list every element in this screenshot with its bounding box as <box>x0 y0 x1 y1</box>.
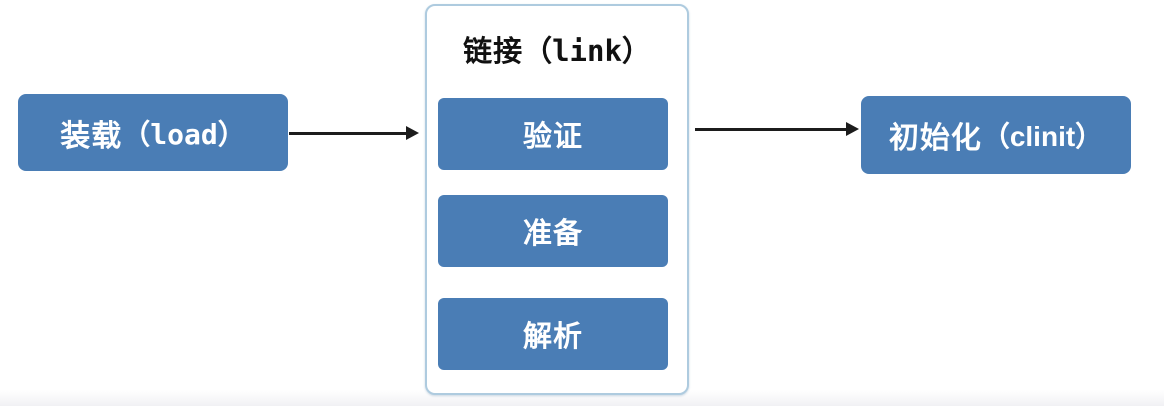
arrow-link-to-init <box>695 121 859 137</box>
step-verify-box: 验证 <box>438 98 668 170</box>
step-prepare-label: 准备 <box>522 218 583 250</box>
link-title-en: （link） <box>523 34 651 68</box>
init-phase-box: 初始化（clinit） <box>861 96 1131 174</box>
arrow-head-icon <box>406 126 419 140</box>
arrow-shaft <box>289 132 408 135</box>
step-prepare-box: 准备 <box>438 195 668 267</box>
link-title-cn: 链接 <box>463 36 524 68</box>
init-label-cn: 初始化 <box>888 122 982 155</box>
load-label-en: （load） <box>122 117 246 151</box>
arrow-head-icon <box>846 122 859 136</box>
step-resolve-box: 解析 <box>438 298 668 370</box>
init-label-en: （clinit） <box>981 121 1104 152</box>
step-resolve-label: 解析 <box>522 321 583 353</box>
arrow-shaft <box>695 128 848 131</box>
load-phase-box: 装载（load） <box>18 94 288 171</box>
link-group-title: 链接（link） <box>425 28 689 70</box>
arrow-load-to-link <box>289 125 419 141</box>
load-label-cn: 装载 <box>60 119 123 153</box>
step-verify-label: 验证 <box>522 121 583 153</box>
